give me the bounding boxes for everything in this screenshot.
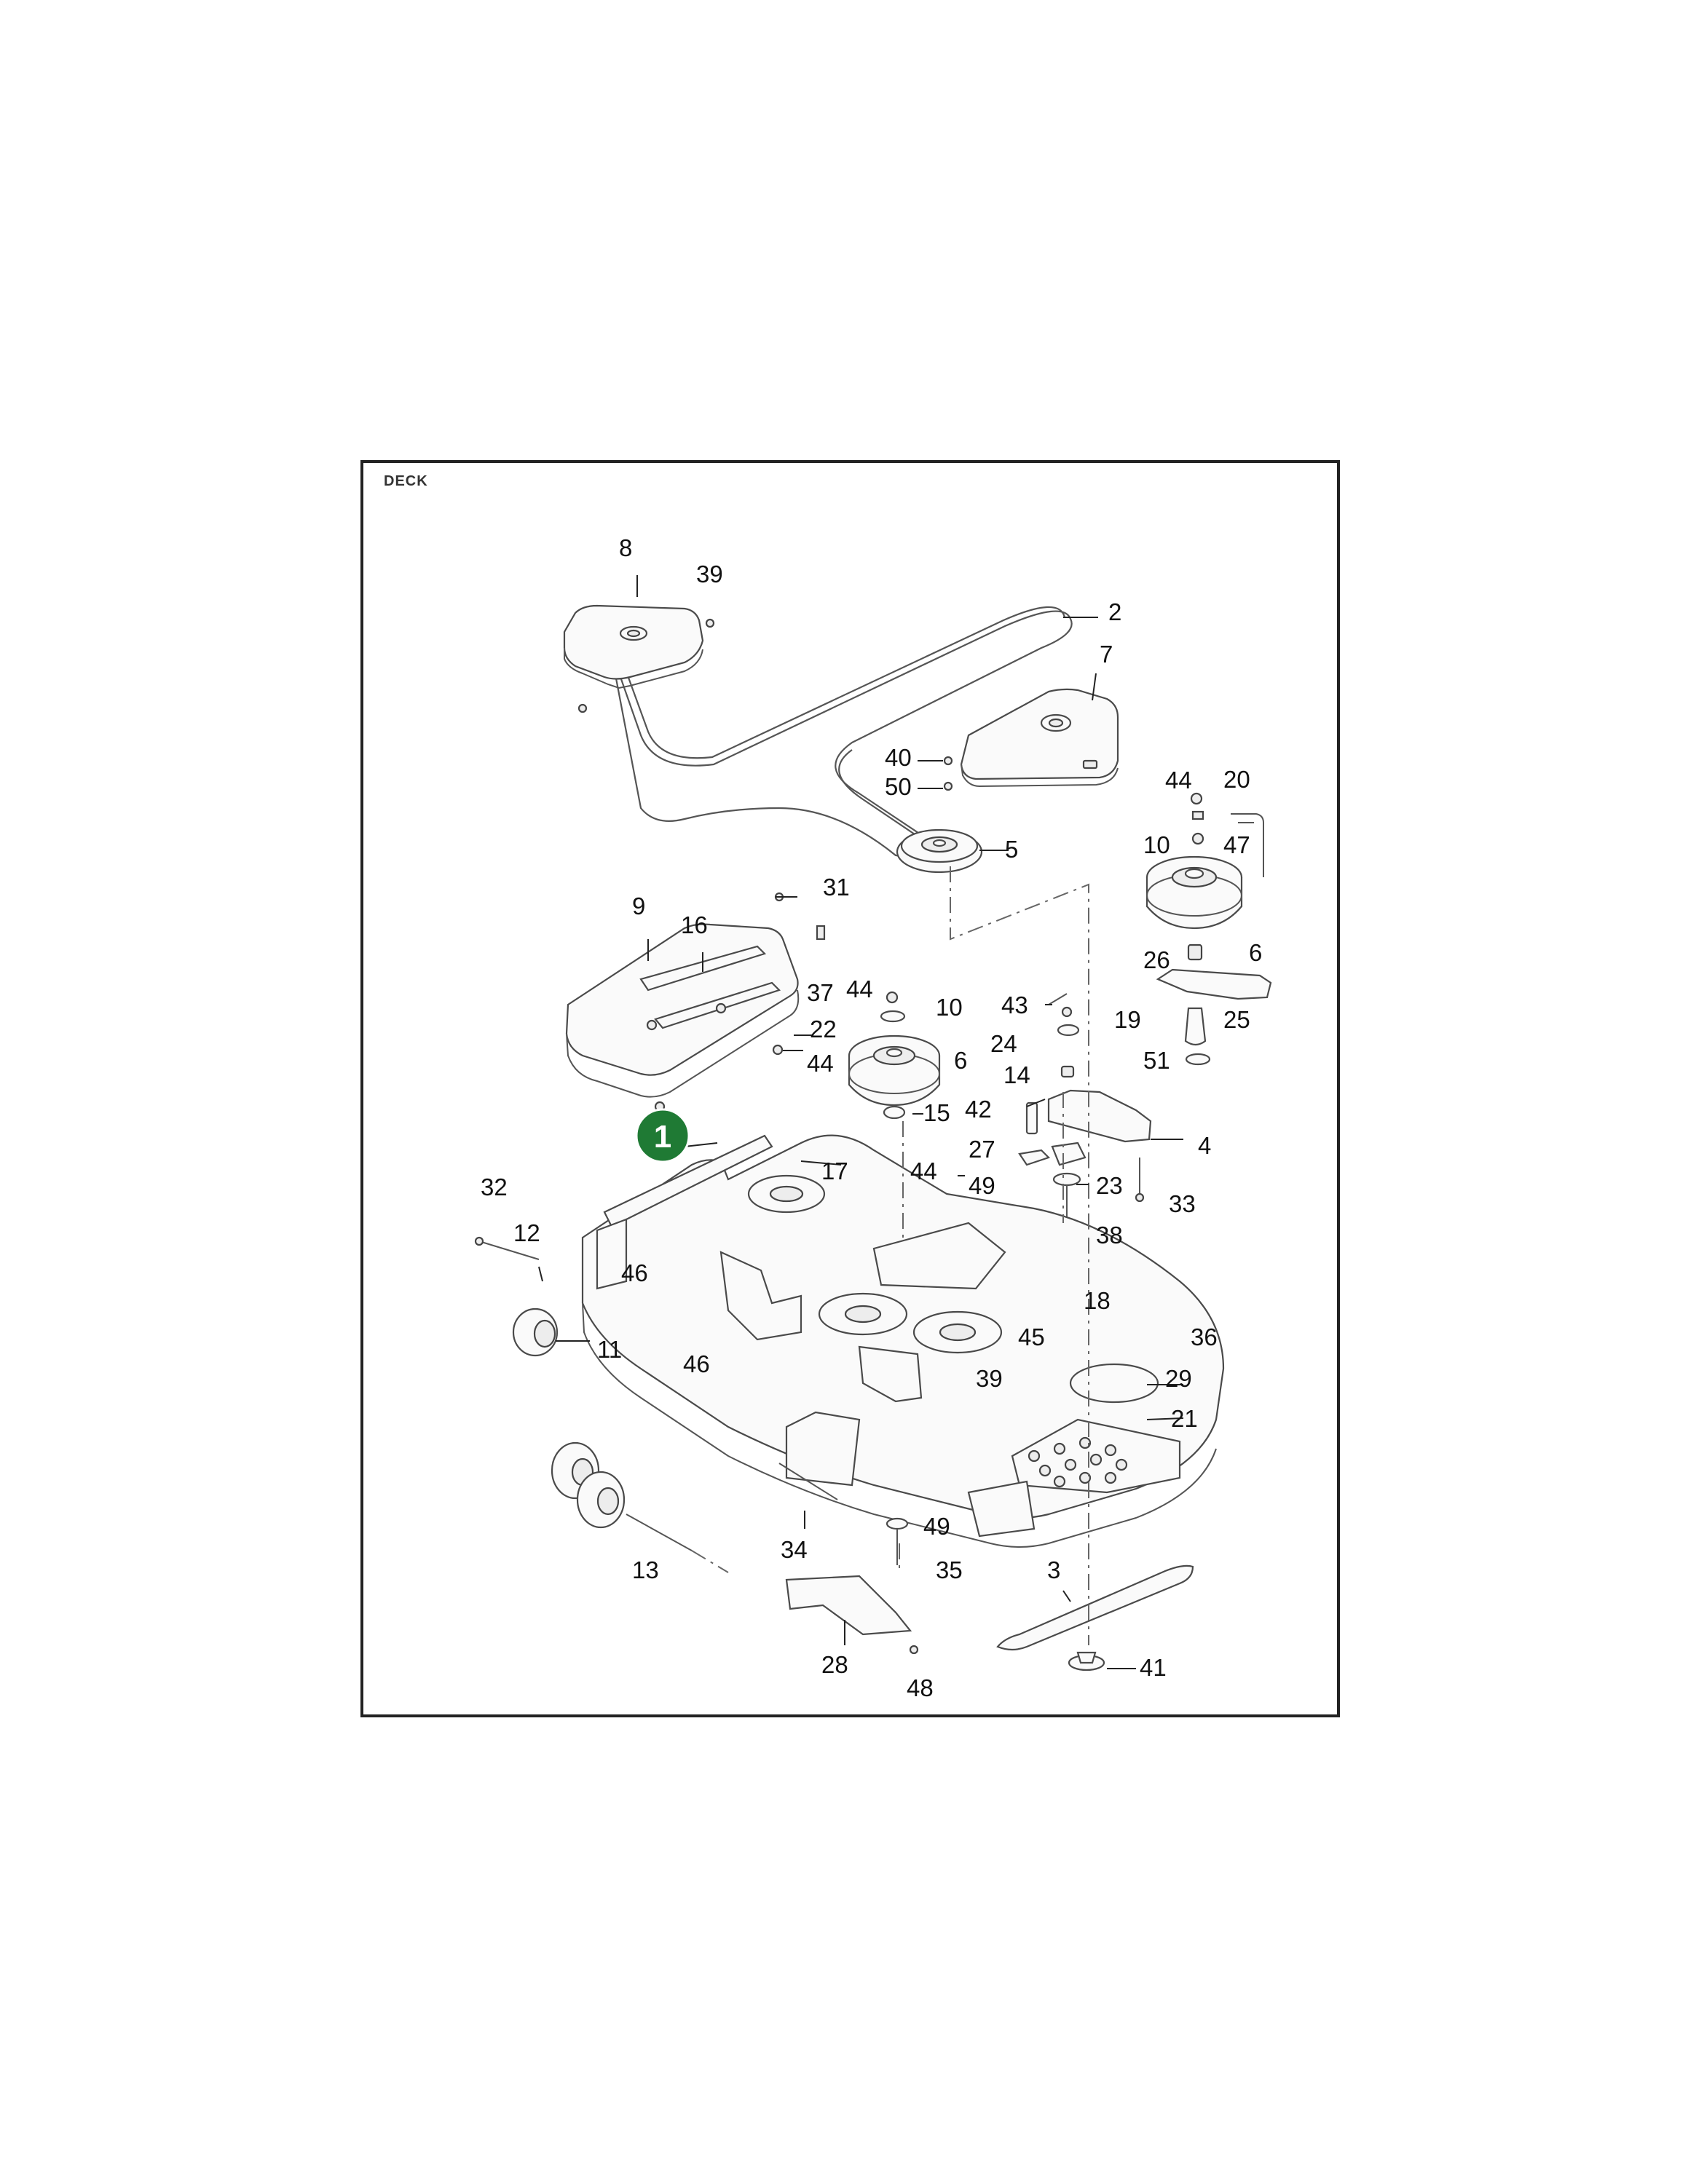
part-label: 35 <box>936 1556 963 1583</box>
part-label: 41 <box>1140 1654 1167 1681</box>
part-label: 26 <box>1143 946 1170 973</box>
part-label: 28 <box>821 1651 848 1678</box>
part-label: 37 <box>807 979 834 1006</box>
left-belt-cover <box>563 604 715 713</box>
part-labels: 8 39 2 7 40 50 5 44 20 10 47 6 26 19 25 … <box>481 534 1262 1701</box>
part-label: 19 <box>1114 1006 1141 1033</box>
part-label: 7 <box>1100 641 1113 668</box>
belt <box>609 606 1073 860</box>
callout-number: 1 <box>654 1119 671 1155</box>
part-label: 48 <box>907 1674 934 1701</box>
part-label: 32 <box>481 1174 508 1200</box>
rear-gauge-wheels <box>551 1441 693 1551</box>
part-label: 49 <box>969 1172 995 1199</box>
part-label: 3 <box>1047 1556 1060 1583</box>
part-label: 38 <box>1096 1222 1123 1249</box>
part-label: 46 <box>621 1259 648 1286</box>
part-label: 47 <box>1223 831 1250 858</box>
part-label: 22 <box>810 1016 837 1042</box>
part-label: 39 <box>976 1365 1003 1392</box>
part-label: 8 <box>619 534 632 561</box>
part-label: 27 <box>969 1136 995 1163</box>
part-label: 13 <box>632 1556 659 1583</box>
part-label: 16 <box>681 911 708 938</box>
anti-scalp-axle <box>778 1463 909 1565</box>
part-label: 14 <box>1003 1061 1030 1088</box>
part-label: 6 <box>1249 939 1262 966</box>
part-label: 51 <box>1143 1047 1170 1074</box>
part-label: 6 <box>954 1047 967 1074</box>
part-label: 45 <box>1018 1324 1045 1350</box>
right-idler-pulley <box>1145 792 1272 1066</box>
part-label: 33 <box>1169 1190 1196 1217</box>
center-pulley <box>848 991 941 1120</box>
part-label: 5 <box>1005 836 1018 863</box>
diagram-frame <box>360 460 1340 1717</box>
part-label: 50 <box>885 773 912 800</box>
part-label: 34 <box>781 1536 808 1563</box>
deck-shell <box>581 1134 1225 1548</box>
part-label: 4 <box>1198 1132 1211 1159</box>
part-label: 40 <box>885 744 912 771</box>
part-label: 20 <box>1223 766 1250 793</box>
part-label: 17 <box>821 1158 848 1184</box>
part-label: 10 <box>1143 831 1170 858</box>
part-label: 44 <box>1165 767 1192 794</box>
rear-bracket <box>785 1575 919 1655</box>
center-pulley-top <box>896 756 983 874</box>
part-label: 18 <box>1084 1287 1111 1314</box>
part-label: 12 <box>513 1219 540 1246</box>
part-label: 42 <box>965 1096 992 1123</box>
part-label: 24 <box>990 1030 1017 1057</box>
part-label: 11 <box>597 1336 622 1363</box>
part-label: 2 <box>1108 598 1121 625</box>
part-label: 44 <box>846 976 873 1002</box>
part-label: 15 <box>923 1099 950 1126</box>
part-label: 25 <box>1223 1006 1250 1033</box>
part-label: 44 <box>910 1158 937 1184</box>
part-label: 9 <box>632 893 645 919</box>
leader-lines <box>538 575 1184 1669</box>
deck-plate-holes <box>1028 1436 1128 1488</box>
diagram-title: DECK <box>384 473 428 489</box>
part-label: 31 <box>823 874 850 901</box>
part-label: 23 <box>1096 1172 1123 1199</box>
mower-blade <box>996 1564 1194 1671</box>
part-label: 49 <box>923 1513 950 1540</box>
callout-badge[interactable]: 1 <box>635 1108 690 1163</box>
right-belt-cover <box>960 688 1119 788</box>
part-label: 43 <box>1001 992 1028 1018</box>
part-label: 46 <box>683 1350 710 1377</box>
part-label: 44 <box>807 1050 834 1077</box>
part-label: 36 <box>1191 1324 1218 1350</box>
part-label: 29 <box>1165 1365 1192 1392</box>
part-label: 10 <box>936 994 963 1021</box>
front-gauge-wheel <box>474 1236 559 1357</box>
part-label: 39 <box>696 561 723 587</box>
part-label: 21 <box>1171 1405 1198 1432</box>
